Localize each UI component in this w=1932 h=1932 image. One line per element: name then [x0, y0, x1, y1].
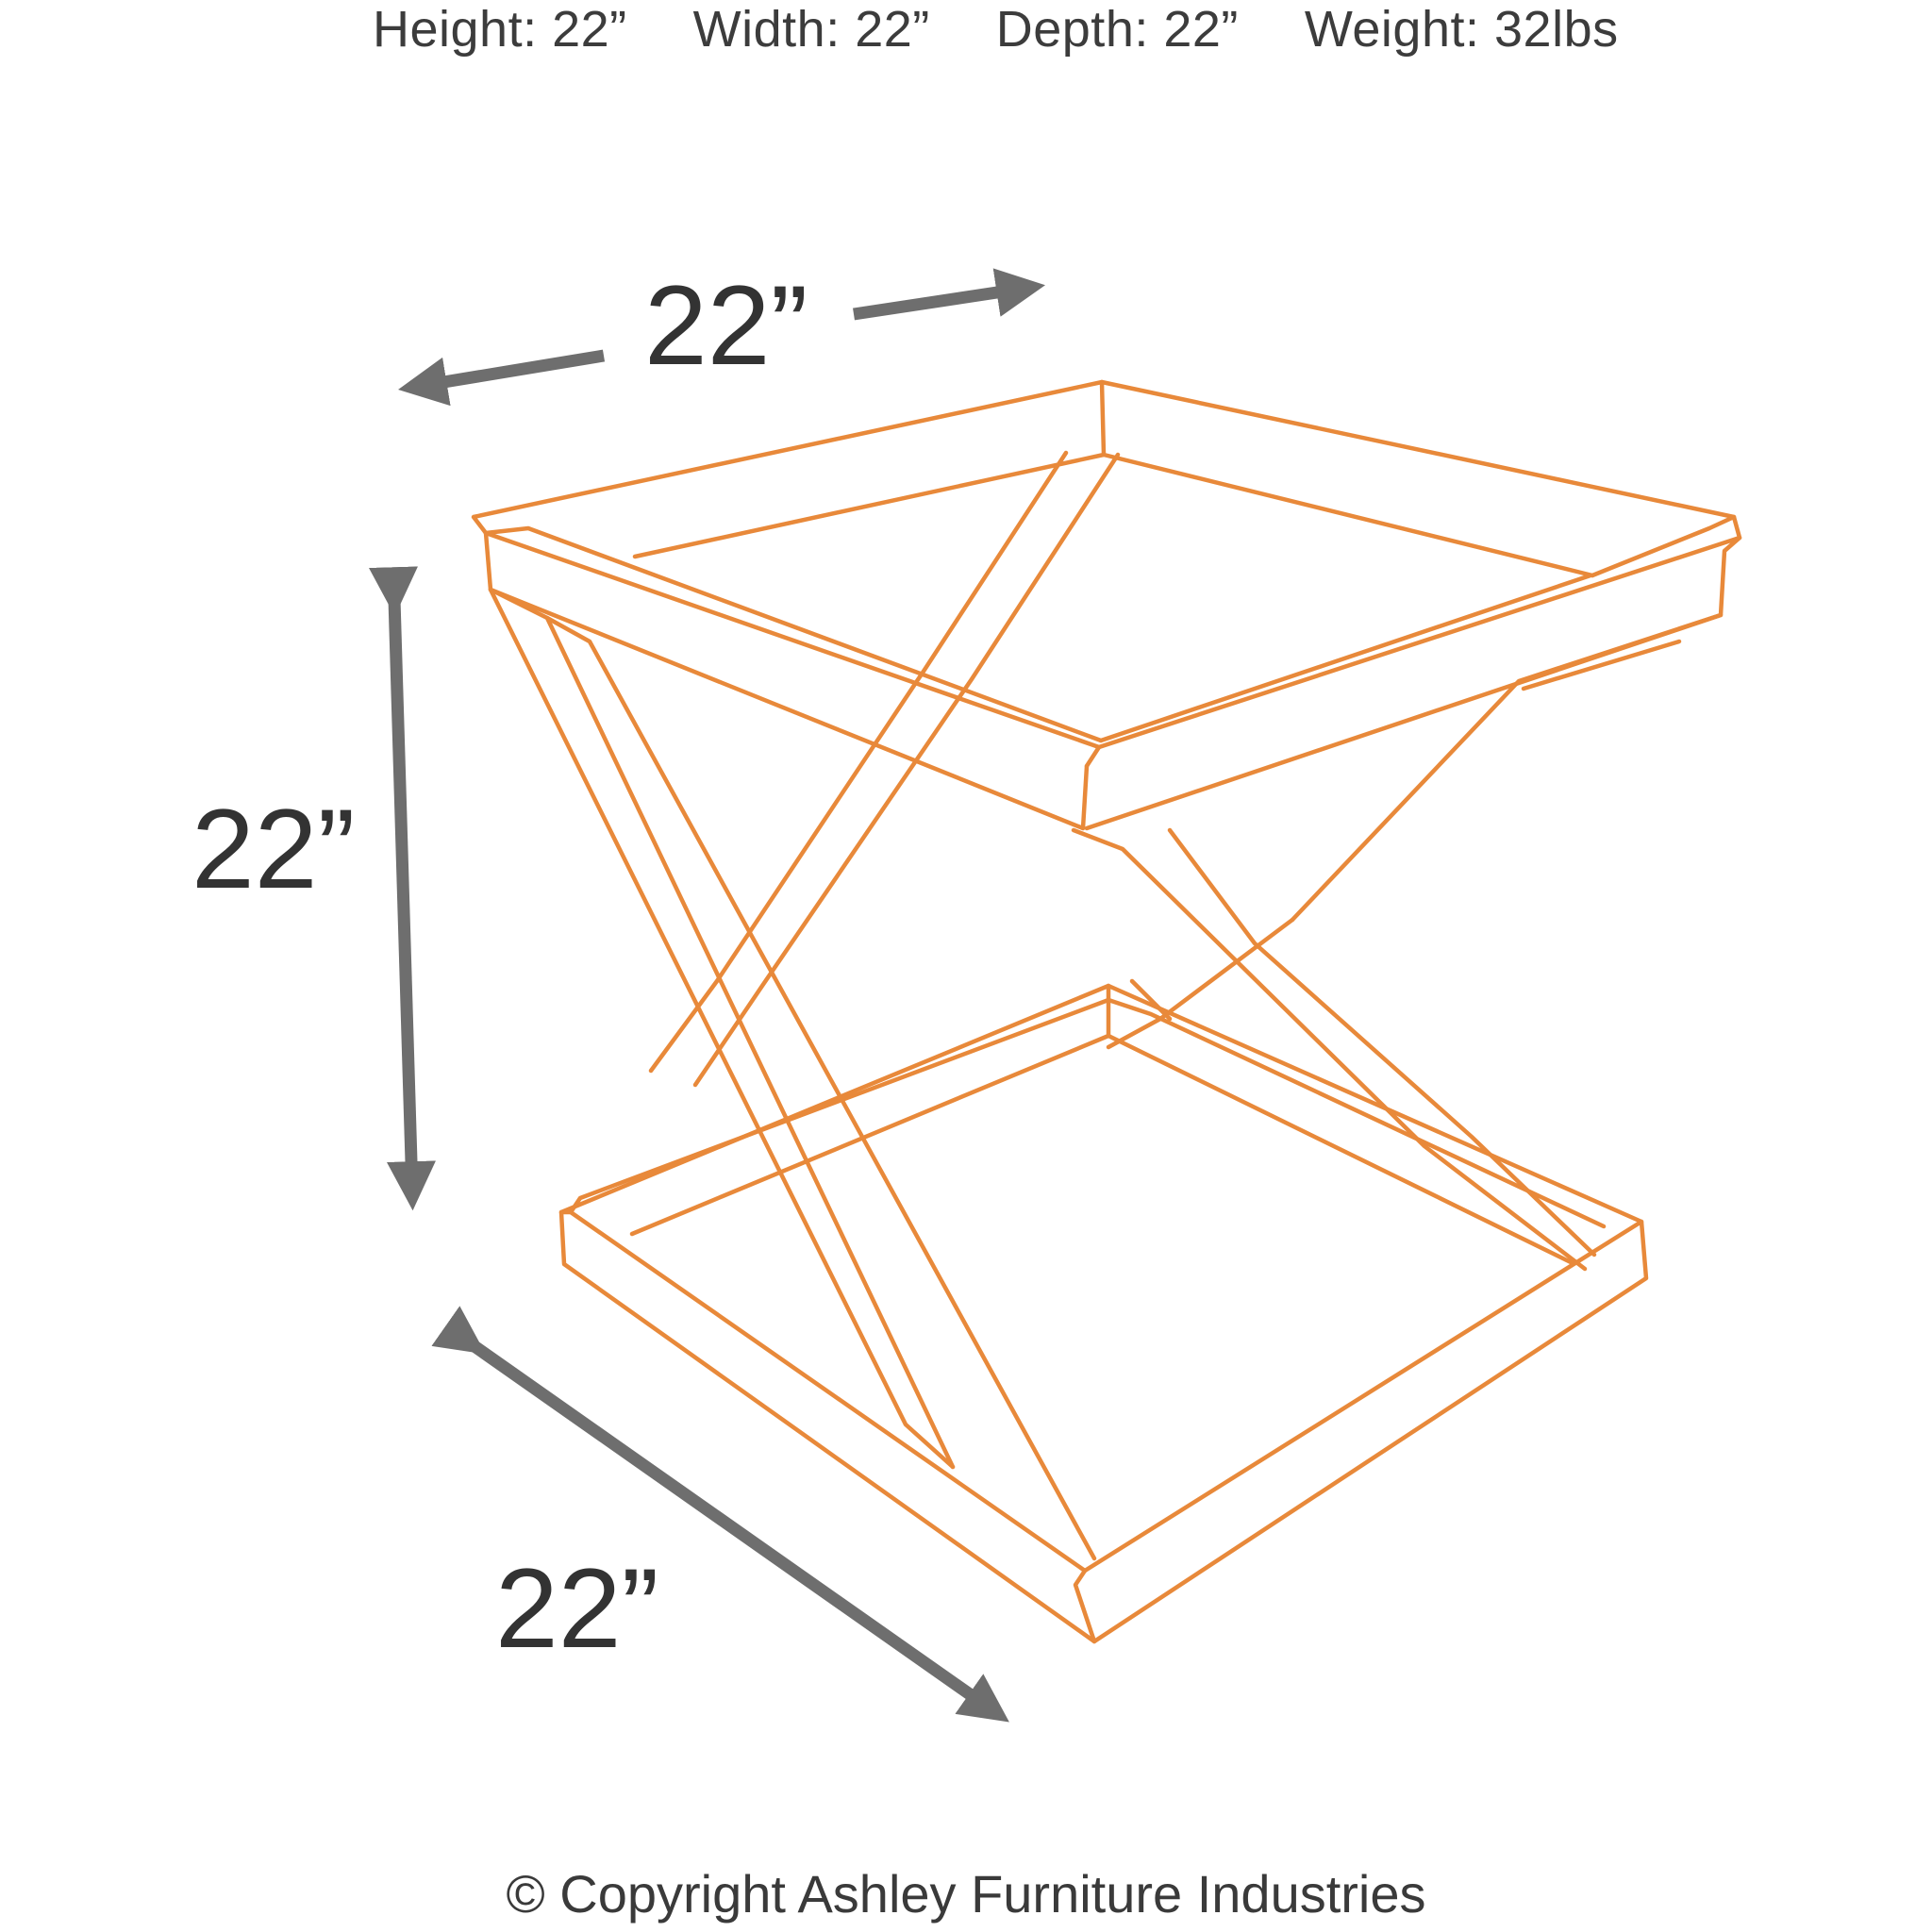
- specs-bar: Height: 22” Width: 22” Depth: 22” Weight…: [373, 0, 1619, 58]
- depth-dimension-label: 22”: [495, 1545, 659, 1672]
- height-arrow: [368, 566, 436, 1211]
- dimension-arrows: [368, 268, 1045, 1723]
- depth-arrow: [431, 1306, 1009, 1723]
- copyright-notice: © Copyright Ashley Furniture Industries: [506, 1864, 1426, 1924]
- height-dimension-label: 22”: [192, 786, 356, 912]
- width-dimension-label: 22”: [644, 262, 808, 389]
- spec-depth: Depth: 22”: [995, 1, 1239, 58]
- spec-width: Width: 22”: [692, 1, 930, 58]
- spec-height: Height: 22”: [373, 1, 627, 58]
- width-arrow-left: [398, 349, 606, 407]
- table-outline: [471, 379, 1742, 1644]
- spec-weight: Weight: 32lbs: [1304, 1, 1619, 58]
- width-arrow-right: [853, 268, 1045, 321]
